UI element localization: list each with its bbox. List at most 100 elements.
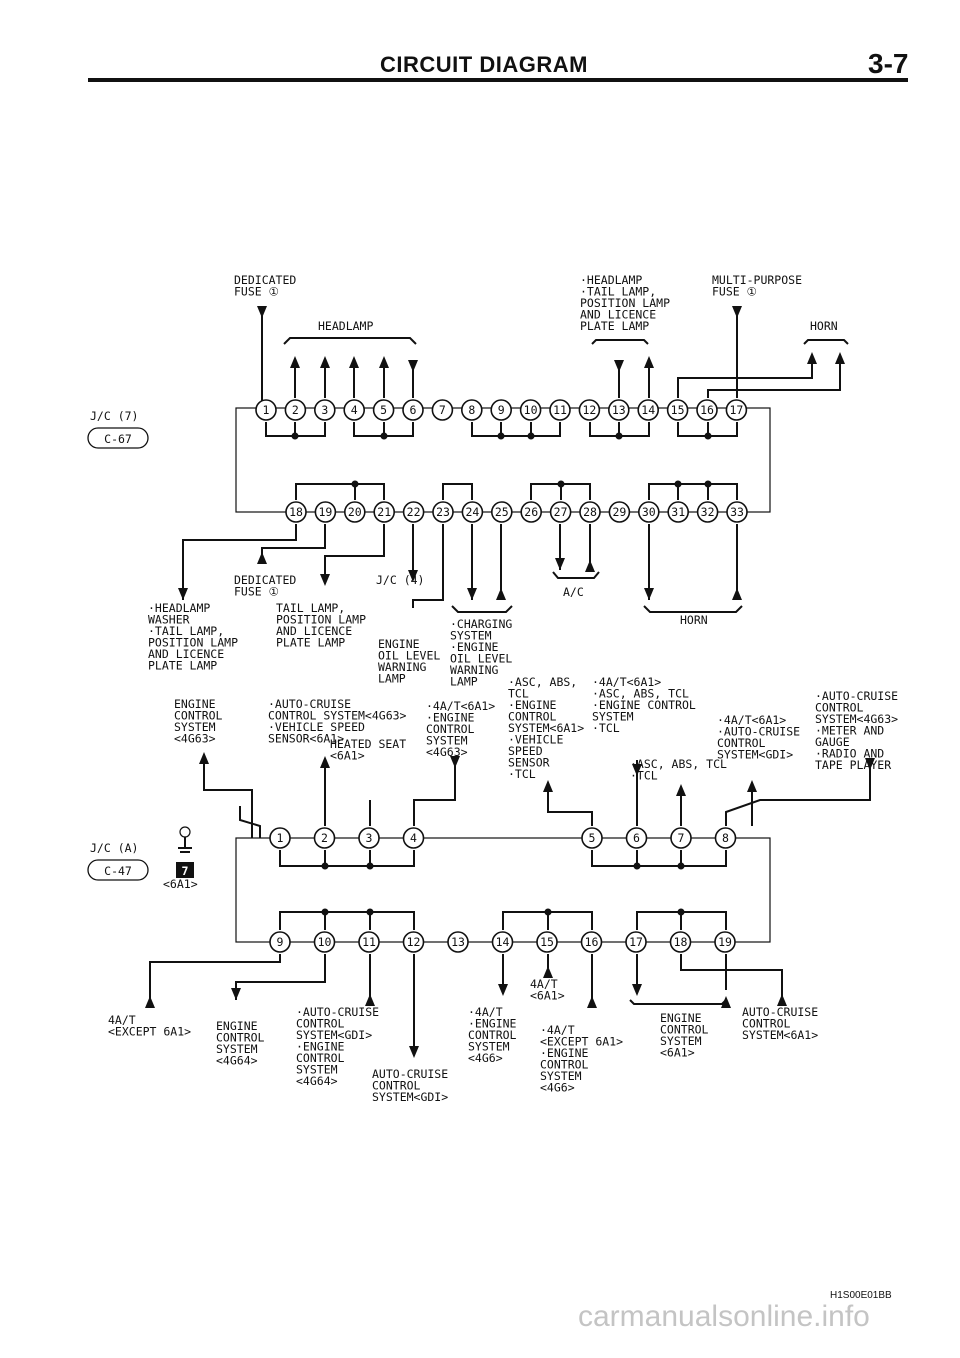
jca-pin-circle (313, 931, 336, 953)
header-rule (88, 78, 908, 82)
component-label-line: DEDICATED (234, 273, 296, 287)
wire (725, 764, 871, 826)
component-label-line: CONTROL SYSTEM<4G63> (268, 709, 407, 723)
jca-pin-label: 13 (451, 935, 465, 949)
jc7-pin-circle (726, 501, 748, 523)
wire (648, 483, 738, 500)
jc7-pin-label: 7 (439, 403, 446, 417)
component-label-line: ·4A/T (540, 1023, 575, 1037)
component-label-line: <4G6> (468, 1051, 503, 1065)
jca-pin-circle (714, 931, 736, 953)
arrow-down-icon (231, 988, 241, 1000)
jca-pin-circle (669, 931, 692, 953)
component-label-line: ·HEADLAMP (580, 273, 642, 287)
component-label-line: AUTO-CRUISE (742, 1005, 818, 1019)
arrow-up-icon (320, 756, 330, 768)
jca-pin-circle (269, 827, 291, 849)
wire (413, 760, 456, 826)
component-label-line: <6A1> (530, 989, 565, 1003)
jca-pin-circle (670, 827, 692, 849)
arrow-up-icon (199, 752, 209, 764)
wire (261, 524, 326, 560)
jc7-pin-circle (461, 501, 484, 523)
jc7-pin-label: 14 (641, 403, 655, 417)
jc7-pin-circle (696, 399, 718, 421)
jca-pin-label: 6 (633, 831, 640, 845)
arrow-down-icon (409, 1046, 419, 1058)
component-label-line: WASHER (148, 613, 190, 627)
wire (203, 762, 253, 838)
jc7-pin-circle (519, 399, 542, 421)
component-label-line: ·AUTO-CRUISE (815, 689, 898, 703)
arrow-down-icon (467, 588, 477, 600)
page-header: CIRCUIT DIAGRAM 3-7 (0, 48, 960, 92)
component-label-line: <6A1> (660, 1046, 695, 1060)
jc7-pin-circle (402, 399, 424, 421)
jca-ref-frame (87, 859, 149, 881)
component-label-line: HEATED SEAT (330, 737, 406, 751)
component-label-line: ·HEADLAMP (148, 601, 210, 615)
component-label-line: ENGINE (660, 1011, 702, 1025)
component-label-line: ·ENGINE (426, 711, 475, 725)
page-title: CIRCUIT DIAGRAM (380, 52, 588, 77)
jca-pin-circle (625, 931, 647, 953)
jca-pin-circle (580, 931, 603, 953)
jca-pin-label: 19 (718, 935, 732, 949)
jc7-pin-label: 4 (351, 403, 358, 417)
component-label-line: POSITION LAMP (580, 296, 670, 310)
arrow-down-icon (320, 574, 330, 586)
component-label-line: PLATE LAMP (580, 319, 649, 333)
jc7-pin-label: 1 (263, 403, 270, 417)
jc7-pin-circle (372, 399, 395, 421)
component-label-line: GAUGE (815, 735, 850, 749)
jca-pin-circle (447, 931, 469, 953)
jca-pin-label: 9 (277, 935, 284, 949)
arrow-up-icon (676, 784, 686, 796)
wire (324, 524, 385, 580)
jc7-pin-circle (666, 399, 689, 421)
component-label-line: ·VEHICLE (508, 733, 563, 747)
arrow-down-icon (498, 984, 508, 996)
jc7-pin-circle (549, 399, 571, 421)
component-label-line: AND LICENCE (276, 624, 352, 638)
component-label-line: SYSTEM<4G63> (815, 712, 898, 726)
wire (149, 954, 281, 1000)
component-label-line: CONTROL (540, 1058, 589, 1072)
jc7-pin-label: 15 (671, 403, 685, 417)
jc7-pin-circle (460, 399, 483, 421)
arrow-down-icon (614, 360, 624, 372)
jc7-pin-label: 18 (289, 505, 303, 519)
arrow-up-icon (644, 356, 654, 368)
wire (442, 483, 473, 500)
jc7-pin-circle (490, 399, 513, 421)
component-label-line: ·ENGINE CONTROL (592, 698, 696, 712)
jca-pin-label: 17 (629, 935, 643, 949)
component-label-line: ·ENGINE (450, 640, 499, 654)
jc7-pin-circle (667, 501, 690, 523)
jc7-pin-circle (285, 501, 307, 523)
jca-pin-circle (269, 931, 291, 953)
brace (643, 605, 743, 613)
component-label-line: CONTROL (174, 709, 223, 723)
component-label-line: ENGINE (174, 697, 216, 711)
jc7-pin-circle (607, 399, 630, 421)
brace (629, 999, 727, 1005)
jc7-pin-label: 19 (318, 505, 332, 519)
arrow-up-icon (320, 356, 330, 368)
component-label-line: CONTROL (426, 722, 475, 736)
arrow-down-icon (257, 306, 267, 318)
jc7-pin-label: 29 (612, 505, 626, 519)
watermark: carmanualsonline.info (578, 1300, 870, 1333)
jc7-pin-label: 2 (292, 403, 299, 417)
arrow-down-icon (408, 570, 418, 582)
arrow-up-icon (777, 994, 787, 1006)
component-label-line: POSITION LAMP (276, 613, 366, 627)
jca-pin-label: 5 (589, 831, 596, 845)
brace (591, 339, 649, 345)
component-label-line: SYSTEM (296, 1063, 338, 1077)
wire (547, 788, 593, 826)
component-label-line: CONTROL (742, 1017, 791, 1031)
jca-pin-label: 12 (407, 935, 421, 949)
jca-pin-circle (714, 827, 737, 849)
jc7-pin-circle (696, 501, 719, 523)
